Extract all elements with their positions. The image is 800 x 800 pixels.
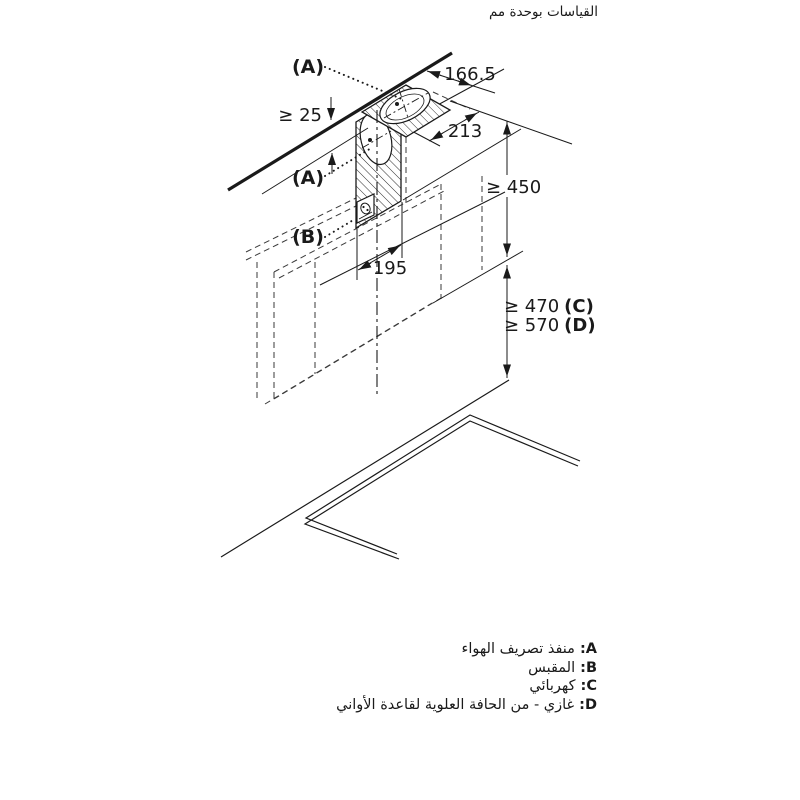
- dim-195-text: 195: [373, 258, 407, 279]
- dimension-duct-depth: 166.5: [426, 64, 496, 94]
- dimension-duct-width-top: 213: [428, 111, 482, 142]
- callout-b: (B): [292, 226, 324, 248]
- dimension-hob-clearance: ≥ 470(C) ≥ 570(D): [503, 265, 596, 378]
- legend-letter: B: [585, 659, 597, 676]
- power-socket-icon: [356, 193, 375, 224]
- legend-item-c: C:كهربائي: [529, 678, 597, 695]
- callout-labels: (A) (A) (B): [292, 56, 324, 248]
- ceiling-line: [227, 51, 453, 195]
- callout-a-side: (A): [292, 167, 324, 189]
- dimension-duct-width-bottom: 195: [357, 244, 407, 279]
- dimension-ceiling-clearance: ≥ 25: [278, 97, 336, 174]
- legend-text: غازي - من الحافة العلوية لقاعدة الأواني: [336, 696, 575, 713]
- legend-letter: A: [585, 641, 597, 657]
- legend-item-d: D:غازي - من الحافة العلوية لقاعدة الأوان…: [336, 696, 597, 713]
- extension-lines: [319, 68, 573, 304]
- legend: A:منفذ تصريف الهواء B:المقبس C:كهربائي D…: [336, 640, 597, 714]
- legend-letter: C: [586, 678, 597, 695]
- units-note: القياسات بوحدة مم: [488, 4, 598, 20]
- dimension-chimney-height: ≥ 450: [486, 121, 541, 257]
- legend-text: كهربائي: [529, 678, 576, 695]
- legend-text: منفذ تصريف الهواء: [461, 641, 575, 657]
- legend-text: المقبس: [528, 659, 576, 676]
- callout-a-top: (A): [292, 56, 324, 78]
- legend-letter: D: [584, 696, 597, 713]
- dim-25-text: ≥ 25: [278, 105, 322, 126]
- hood-dashed-outline: [245, 91, 483, 405]
- dim-166-text: 166.5: [444, 64, 496, 85]
- legend-item-a: A:منفذ تصريف الهواء: [461, 641, 597, 657]
- dim-570-text: ≥ 570(D): [504, 315, 596, 336]
- callout-leaders: [324, 66, 405, 238]
- dim-450-text: ≥ 450: [486, 177, 541, 198]
- dim-470-text: ≥ 470(C): [504, 296, 594, 317]
- legend-item-b: B:المقبس: [528, 659, 597, 676]
- cooktop-outline: [220, 379, 581, 560]
- dim-213-text: 213: [448, 121, 482, 142]
